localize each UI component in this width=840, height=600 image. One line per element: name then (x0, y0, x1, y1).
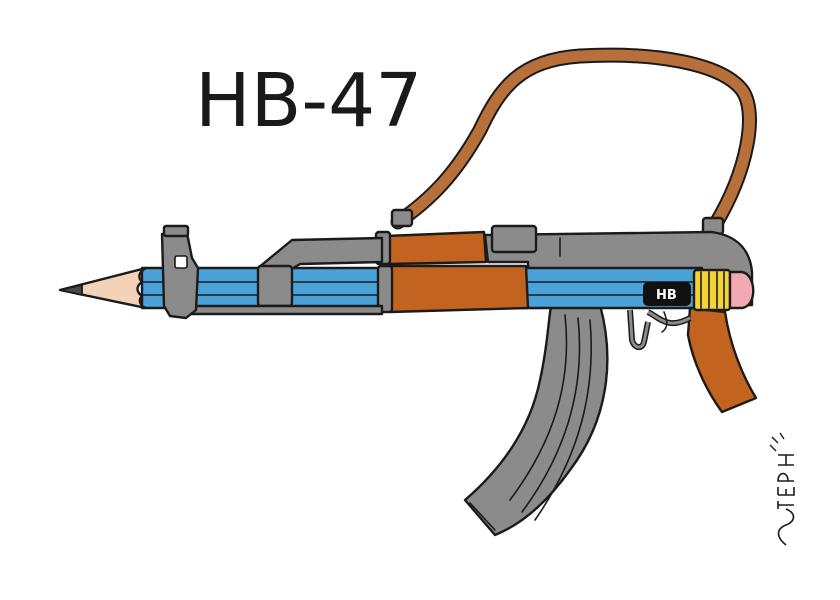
cleaning-rod (184, 304, 384, 316)
trigger-guard (627, 309, 692, 350)
gas-tube (256, 236, 384, 308)
front-sight (160, 224, 200, 320)
cartoon-title: HB-47 (195, 58, 422, 144)
pencil-grade-label: HB (643, 282, 691, 306)
pencil-ferrule (692, 268, 732, 312)
rifle-strap (390, 47, 757, 236)
pencil-grade-text: HB (656, 288, 677, 303)
upper-handguard (374, 230, 488, 266)
pistol-grip (686, 306, 758, 414)
magazine (463, 298, 609, 537)
artist-signature (769, 432, 795, 546)
lower-handguard (376, 264, 530, 314)
pencil-eraser (728, 270, 755, 310)
pencil-tip (58, 266, 148, 310)
